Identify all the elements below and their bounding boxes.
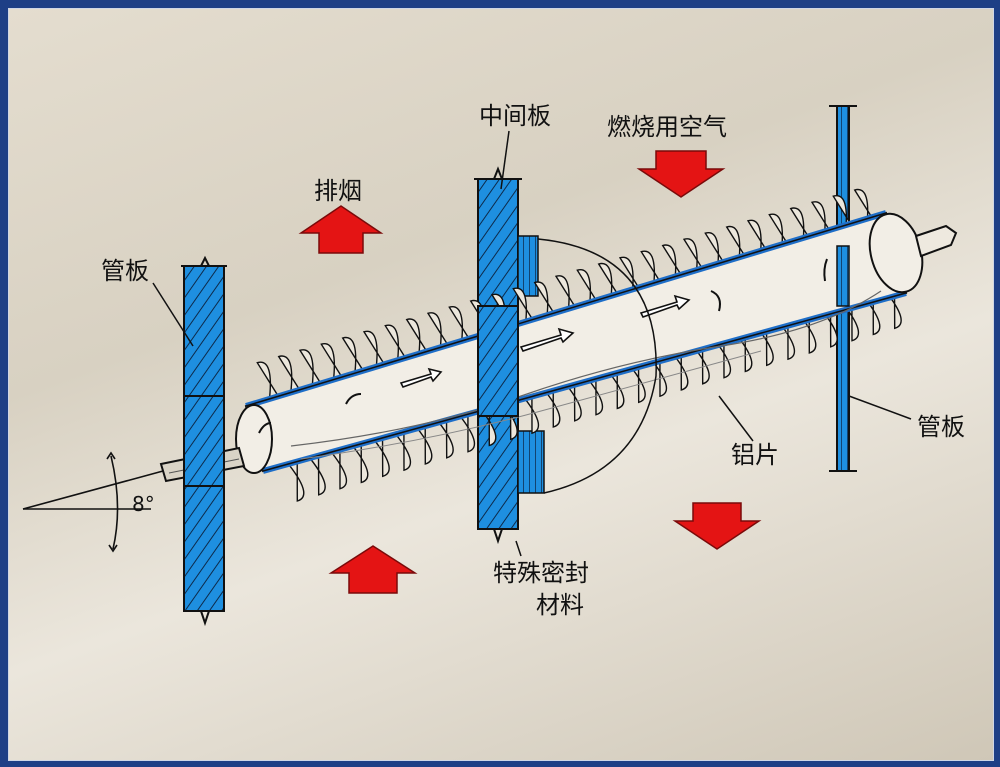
special-seal-label-line1: 特殊密封: [493, 559, 589, 587]
fin: [519, 388, 540, 435]
tube-plate-right-front: [836, 245, 850, 307]
tube-plate-left-front: [183, 395, 225, 487]
fin: [362, 330, 389, 374]
fin: [256, 361, 282, 404]
tilt-angle-indicator: [22, 451, 164, 553]
air-down-arrow-lower: [672, 502, 762, 550]
smoke-exhaust-label: 排烟: [314, 177, 362, 205]
fin: [327, 444, 348, 490]
fin: [284, 456, 305, 502]
fin: [277, 355, 303, 398]
diagram-frame: 排烟 中间板 燃烧用空气 管板 管板 铝片 特殊密封 材料 8°: [8, 8, 994, 761]
tube-plate-right-label: 管板: [917, 413, 965, 441]
fin: [455, 407, 476, 453]
air-down-arrow: [636, 150, 726, 198]
fin: [412, 419, 433, 465]
fin: [298, 349, 325, 392]
fin: [369, 431, 390, 478]
fin: [320, 343, 346, 386]
heat-pipe-diagram: [22, 105, 958, 627]
seal-arc: [537, 238, 657, 494]
middle-plate-label: 中间板: [479, 102, 551, 130]
combustion-air-label: 燃烧用空气: [607, 113, 727, 141]
middle-plate-front: [477, 305, 519, 417]
tilt-angle-label: 8°: [132, 492, 155, 516]
aluminum-fin-label: 铝片: [731, 441, 779, 469]
fin: [341, 336, 367, 380]
smoke-up-arrow-lower: [328, 545, 418, 594]
fin: [433, 413, 454, 459]
leader-lines: [152, 130, 912, 557]
special-seal-label-line2: 材料: [536, 591, 584, 619]
smoke-up-arrow: [298, 205, 384, 254]
tube-plate-left-label: 管板: [101, 257, 149, 285]
fin: [391, 425, 412, 472]
fin: [305, 450, 326, 496]
